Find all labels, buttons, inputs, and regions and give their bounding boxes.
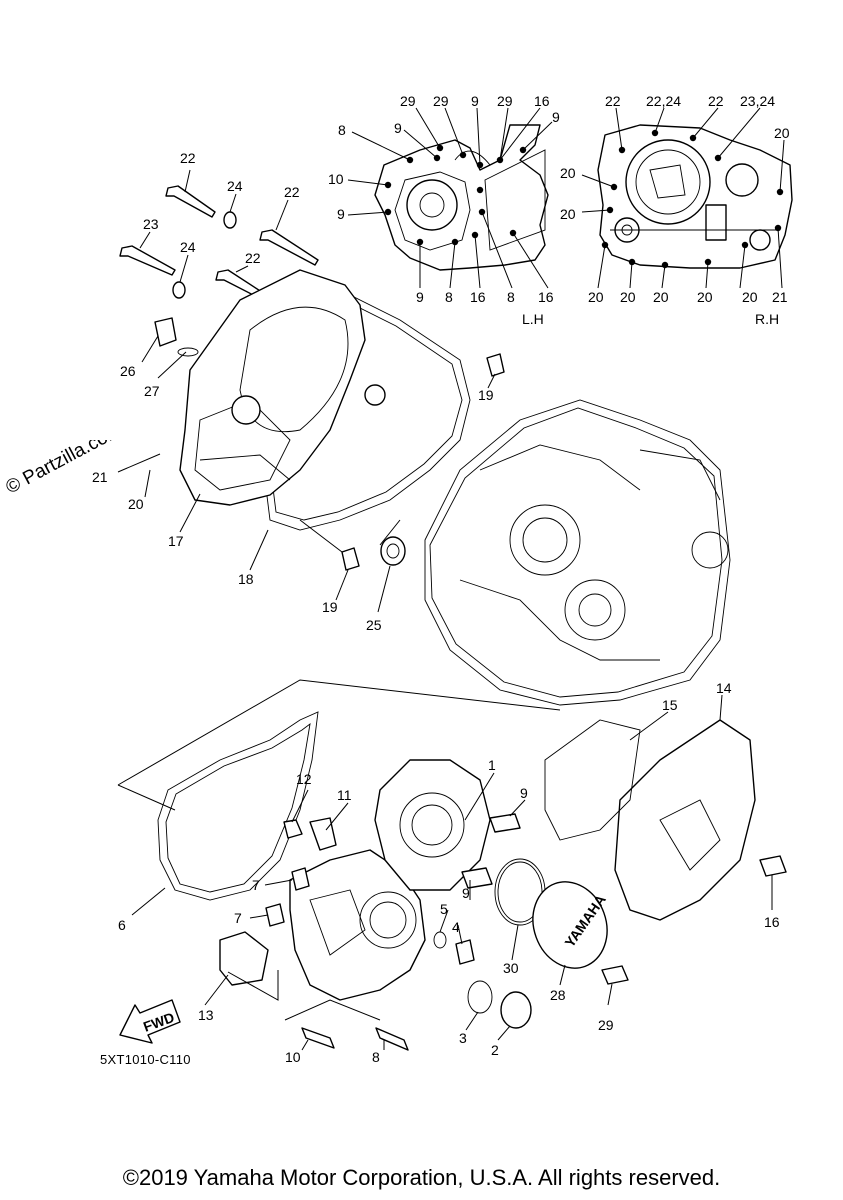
label-2: 2: [491, 1042, 499, 1058]
label-20: 20: [560, 206, 576, 222]
label-20: 20: [653, 289, 669, 305]
label-23-24: 23,24: [740, 93, 775, 109]
label-23: 23: [143, 216, 159, 232]
watermark-text: © Partzilla.com: [2, 440, 125, 498]
label-5: 5: [440, 901, 448, 917]
label-28: 28: [550, 987, 566, 1003]
label-21: 21: [92, 469, 108, 485]
label-20: 20: [128, 496, 144, 512]
label-27: 27: [144, 383, 160, 399]
label-17: 17: [168, 533, 184, 549]
label-9: 9: [416, 289, 424, 305]
crankcase-outline: [424, 399, 731, 706]
label-8: 8: [507, 289, 515, 305]
label-7: 7: [234, 910, 242, 926]
label-29: 29: [433, 93, 449, 109]
label-20: 20: [560, 165, 576, 181]
label-9: 9: [471, 93, 479, 109]
label-10: 10: [328, 171, 344, 187]
label-1: 1: [488, 757, 496, 773]
lh-labels: 29 29 9 29 16 9 8 9 10 9 9 8 16 8 16: [328, 93, 560, 305]
rh-view-label: R.H: [755, 311, 779, 327]
label-22-24: 22,24: [646, 93, 681, 109]
fwd-arrow-icon: FWD: [119, 999, 181, 1044]
label-16: 16: [534, 93, 550, 109]
label-24: 24: [227, 178, 243, 194]
label-9: 9: [462, 885, 470, 901]
label-25: 25: [366, 617, 382, 633]
label-16: 16: [470, 289, 486, 305]
lower-labels: 14 15 1 9 12 11 7 7 6 13 5 4 9 30 28 29 …: [118, 680, 780, 1065]
label-16: 16: [764, 914, 780, 930]
label-3: 3: [459, 1030, 467, 1046]
label-30: 30: [503, 960, 519, 976]
crankcase-cover-assembly: 22 24 22 23 24 22 26 27 21 20 17 18 19 1…: [92, 150, 505, 633]
label-20: 20: [697, 289, 713, 305]
label-20: 20: [774, 125, 790, 141]
watermark: © Partzilla.com: [2, 440, 125, 498]
label-9: 9: [520, 785, 528, 801]
label-29: 29: [598, 1017, 614, 1033]
label-9: 9: [337, 206, 345, 222]
label-8: 8: [372, 1049, 380, 1065]
label-22: 22: [245, 250, 261, 266]
lh-bolt-view: 29 29 9 29 16 9 8 9 10 9 9 8 16 8 16 L.H: [328, 93, 560, 327]
diagram-code: 5XT1010-C110: [100, 1052, 191, 1067]
label-13: 13: [198, 1007, 214, 1023]
label-19: 19: [478, 387, 494, 403]
label-12: 12: [296, 771, 312, 787]
rh-bolt-view: 22 22,24 22 23,24 20 20 20 20 20 20 20 2…: [560, 93, 793, 327]
label-11: 11: [337, 787, 352, 803]
label-7: 7: [252, 877, 260, 893]
lh-bolt-dots: [384, 144, 527, 246]
label-16: 16: [538, 289, 554, 305]
label-9: 9: [394, 120, 402, 136]
label-29: 29: [497, 93, 513, 109]
label-24: 24: [180, 239, 196, 255]
label-19: 19: [322, 599, 338, 615]
lower-assembly: YAMAHA FWD: [117, 679, 787, 1065]
label-20: 20: [620, 289, 636, 305]
label-20: 20: [588, 289, 604, 305]
lh-view-label: L.H: [522, 311, 544, 327]
label-22: 22: [284, 184, 300, 200]
label-14: 14: [716, 680, 732, 696]
label-26: 26: [120, 363, 136, 379]
label-15: 15: [662, 697, 678, 713]
label-20: 21: [772, 289, 788, 305]
label-18: 18: [238, 571, 254, 587]
label-8: 8: [445, 289, 453, 305]
label-29: 29: [400, 93, 416, 109]
upper-labels: 22 24 22 23 24 22 26 27 21 20 17 18 19 1…: [92, 150, 494, 633]
label-6: 6: [118, 917, 126, 933]
label-22: 22: [708, 93, 724, 109]
label-22: 22: [605, 93, 621, 109]
label-21: 20: [742, 289, 758, 305]
label-9: 9: [552, 109, 560, 125]
label-22: 22: [180, 150, 196, 166]
label-8: 8: [338, 122, 346, 138]
rh-labels: 22 22,24 22 23,24 20 20 20 20 20 20 20 2…: [560, 93, 790, 305]
label-10: 10: [285, 1049, 301, 1065]
copyright-notice: ©2019 Yamaha Motor Corporation, U.S.A. A…: [122, 1165, 721, 1190]
label-4: 4: [452, 919, 460, 935]
